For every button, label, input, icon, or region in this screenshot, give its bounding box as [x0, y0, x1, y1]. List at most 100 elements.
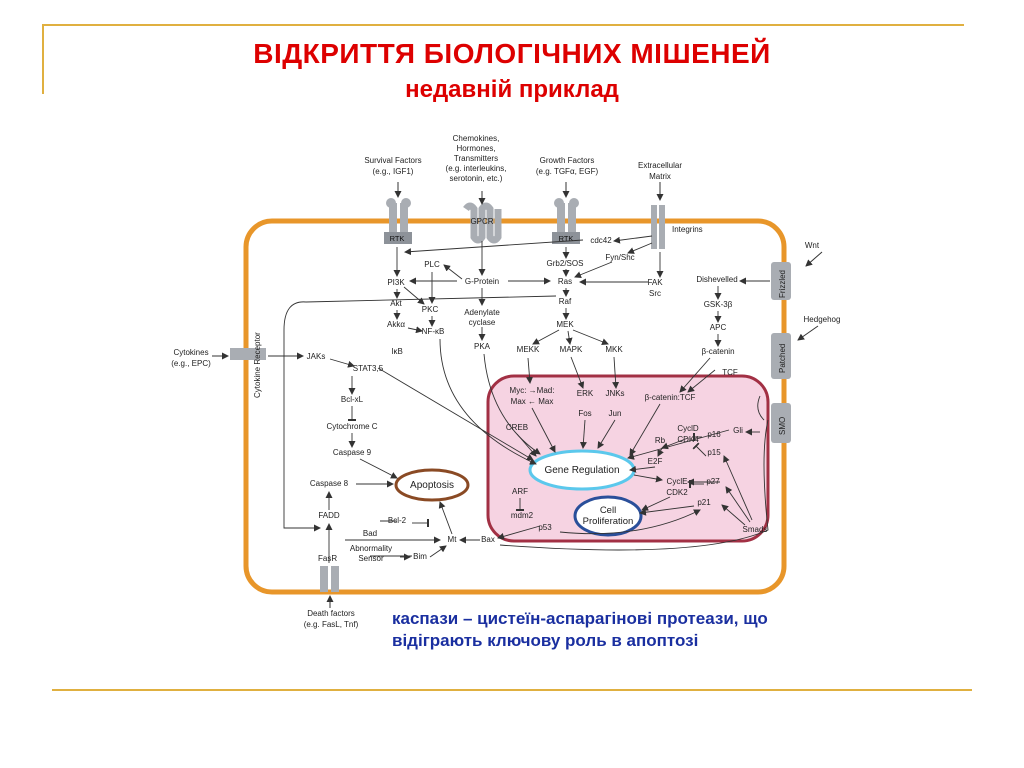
- ras-node: Ras: [558, 277, 572, 286]
- patched-label: Patched: [778, 344, 787, 373]
- smo-receptor: [771, 403, 791, 443]
- p27-node: p27: [706, 477, 720, 486]
- plc-node: PLC: [424, 260, 440, 269]
- mkk-node: MKK: [605, 345, 623, 354]
- b-catenin-tcf-node: β-catenin:TCF: [645, 393, 696, 402]
- growth-factors-label: Growth Factors(e.g. TGFα, EGF): [536, 156, 599, 176]
- creb-node: CREB: [506, 423, 528, 432]
- mdm2-node: mdm2: [511, 511, 534, 520]
- fasr-receptor: [320, 566, 339, 592]
- chemokines-label: Chemokines,Hormones,Transmitters(e.g. in…: [446, 134, 507, 183]
- frizzled-receptor: [771, 262, 791, 300]
- bottom-rule: [52, 689, 972, 691]
- bax-node: Bax: [481, 535, 495, 544]
- cytokines-label: Cytokines(e.g., EPC): [171, 348, 211, 368]
- max-max-node: Max ← Max: [511, 397, 554, 406]
- cytokine-receptor-label: Cytokine Receptor: [253, 332, 262, 398]
- left-rule: [42, 24, 44, 94]
- jnks-node: JNKs: [605, 389, 624, 398]
- wnt-label: Wnt: [805, 241, 820, 250]
- caspase-8-node: Caspase 8: [310, 479, 349, 488]
- pi3k-node: PI3K: [387, 278, 405, 287]
- bim-node: Bim: [413, 552, 427, 561]
- fasr-label: FasR: [318, 554, 337, 563]
- slide-title: ВІДКРИТТЯ БІОЛОГІЧНИХ МІШЕНЕЙ: [253, 38, 771, 69]
- p15-node: p15: [707, 448, 721, 457]
- death-factors-label: Death factors(e.g. FasL, Tnf): [304, 609, 359, 629]
- mekk-node: MEKK: [517, 345, 540, 354]
- jun-node: Jun: [609, 409, 622, 418]
- erk-node: ERK: [577, 389, 594, 398]
- akk-node: Akkα: [387, 320, 405, 329]
- nfkb-node: NF-κB: [422, 327, 445, 336]
- rtk-label-1: RTK: [390, 234, 405, 243]
- fos-node: Fos: [578, 409, 591, 418]
- slide-subtitle: недавній приклад: [405, 76, 619, 103]
- e2f-node: E2F: [648, 457, 663, 466]
- arf-node: ARF: [512, 487, 528, 496]
- cdk2-node: CDK2: [666, 488, 688, 497]
- bclxl-node: Bcl-xL: [341, 395, 364, 404]
- b-catenin-node: β-catenin: [701, 347, 734, 356]
- apoptosis-label: Apoptosis: [410, 480, 454, 491]
- stat-node: STAT3,5: [353, 364, 384, 373]
- pkc-node: PKC: [422, 305, 439, 314]
- patched-receptor: [771, 333, 791, 379]
- caption: каспази – цистеїн-аспарагінові протеази,…: [392, 608, 952, 652]
- hedgehog-label: Hedgehog: [804, 315, 841, 324]
- myc-mad-node: Myc: →Mad:: [510, 386, 555, 395]
- g-protein-node: G-Protein: [465, 277, 499, 286]
- rtk-label-2: RTK: [559, 234, 574, 243]
- p53-node: p53: [538, 523, 552, 532]
- caption-line-1: каспази – цистеїн-аспарагінові протеази,…: [392, 609, 768, 628]
- pka-node: PKA: [474, 342, 491, 351]
- smads-node: Smads: [743, 525, 768, 534]
- fadd-node: FADD: [318, 511, 340, 520]
- gpcr-receptor: [463, 202, 502, 244]
- mapk-node: MAPK: [560, 345, 583, 354]
- gsk3b-node: GSK-3β: [704, 300, 733, 309]
- survival-factors-label: Survival Factors(e.g., IGF1): [364, 156, 421, 176]
- cytochrome-c-node: Cytochrome C: [326, 422, 377, 431]
- caspase-9-node: Caspase 9: [333, 448, 372, 457]
- tcf-node: TCF: [722, 368, 738, 377]
- frizzled-label: Frizzled: [778, 270, 787, 298]
- rb-node: Rb: [655, 436, 666, 445]
- ikb-node: IκB: [391, 347, 403, 356]
- akt-node: Akt: [390, 299, 402, 308]
- bad-node: Bad: [363, 529, 377, 538]
- gpcr-label: GPCR: [470, 217, 493, 226]
- jaks-node: JAKs: [307, 352, 326, 361]
- cell-proliferation-ellipse: [573, 495, 643, 537]
- apc-node: APC: [710, 323, 727, 332]
- dishevelled-node: Dishevelled: [696, 275, 737, 284]
- raf-node: Raf: [559, 297, 572, 306]
- caption-line-2: відіграють ключову роль в апоптозі: [392, 631, 699, 650]
- mt-node: Mt: [448, 535, 458, 544]
- gli-node: Gli: [733, 426, 743, 435]
- cycle-node: CyclE: [667, 477, 688, 486]
- grb2-sos-node: Grb2/SOS: [547, 259, 584, 268]
- cdc42-node: cdc42: [590, 236, 612, 245]
- fyn-shc-node: Fyn/Shc: [605, 253, 634, 262]
- p21-node: p21: [697, 498, 711, 507]
- fak-node: FAK: [647, 278, 663, 287]
- integrins-receptor: [651, 205, 665, 249]
- integrins-label: Integrins: [672, 225, 703, 234]
- top-rule: [42, 24, 964, 26]
- cytokine-receptor: [230, 348, 266, 360]
- apoptosis-ellipse: [394, 468, 470, 502]
- cdk4-node: CDK4: [677, 435, 699, 444]
- cycd-node: CyclD: [677, 424, 699, 433]
- src-node: Src: [649, 289, 661, 298]
- bcl2-node: Bcl-2: [388, 516, 407, 525]
- gene-regulation-label: Gene Regulation: [544, 465, 619, 476]
- smo-label: SMO: [778, 417, 787, 435]
- rtk-receptor-1: [384, 198, 412, 244]
- mek-node: MEK: [556, 320, 574, 329]
